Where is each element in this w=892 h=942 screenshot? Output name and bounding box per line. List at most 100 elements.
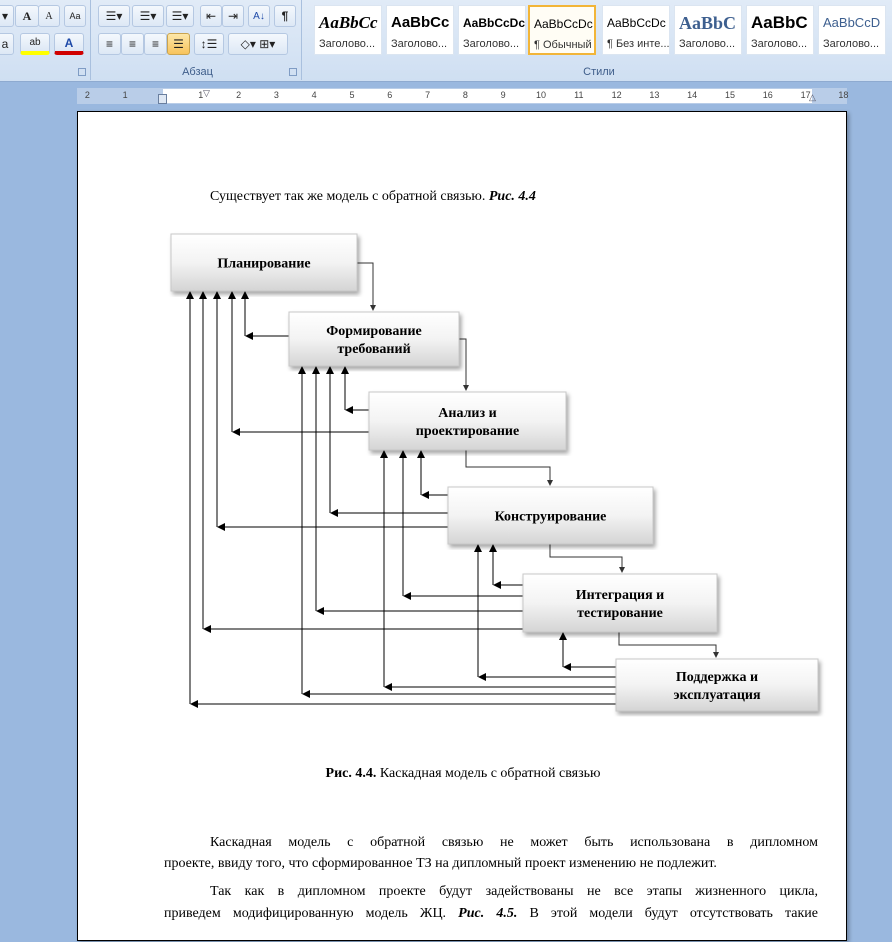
style-name: ¶ Без инте... — [607, 38, 670, 50]
increase-indent-button[interactable]: ⇥ — [222, 5, 244, 27]
line-spacing-button[interactable]: ↕☰ — [194, 33, 224, 55]
paragraph-2-line-2: приведем модифицированную модель ЖЦ. Рис… — [164, 906, 818, 922]
style-name: Заголово... — [391, 38, 448, 50]
forward-arrow — [618, 632, 719, 658]
intro-text: Существует так же модель с обратной связ… — [210, 189, 486, 204]
stage-label: Поддержка и — [676, 670, 758, 685]
change-case-button[interactable]: a — [0, 33, 14, 55]
style-name: Заголово... — [823, 38, 880, 50]
stage-box-requirements: Формирование требований — [288, 311, 460, 367]
sort-button[interactable]: А↓ — [248, 5, 270, 27]
align-right-button[interactable]: ≡ — [144, 33, 167, 55]
paragraph-1-line-2: проекте, ввиду того, что сформированное … — [164, 856, 717, 871]
stage-label: требований — [337, 342, 410, 357]
ruler-number: 2 — [236, 90, 242, 100]
numbering-button[interactable]: ☰▾ — [132, 5, 164, 27]
stage-label: Формирование — [326, 324, 422, 339]
decrease-indent-button[interactable]: ⇤ — [200, 5, 222, 27]
figure-caption: Рис. 4.4. Каскадная модель с обратной св… — [78, 766, 848, 782]
intro-paragraph: Существует так же модель с обратной связ… — [210, 189, 536, 205]
font-size-dropdown[interactable]: ▾ — [0, 5, 14, 27]
grow-font-button[interactable]: A — [15, 5, 39, 27]
ruler-number: 4 — [311, 90, 317, 100]
align-left-button[interactable]: ≡ — [98, 33, 121, 55]
shading-button[interactable]: ◇▾ ⊞▾ — [228, 33, 288, 55]
forward-arrow — [549, 544, 625, 573]
style-sample: AaBbCcD — [823, 15, 881, 30]
stage-label: Конструирование — [495, 510, 607, 525]
forward-arrow — [459, 338, 469, 391]
style-name: ¶ Обычный — [534, 39, 592, 51]
ruler-number: 7 — [425, 90, 431, 100]
ruler-number: 12 — [611, 90, 622, 100]
paragraph-group-label: Абзац — [182, 66, 213, 78]
ruler-number: 18 — [838, 90, 849, 100]
style-no-spacing[interactable]: AaBbCcDc ¶ Без инте... — [602, 5, 670, 55]
right-indent-marker[interactable]: △ — [809, 92, 816, 102]
style-name: Заголово... — [751, 38, 808, 50]
left-indent-marker[interactable] — [158, 94, 167, 104]
style-name: Заголово... — [463, 38, 520, 50]
stage-box-construction: Конструирование — [447, 486, 654, 545]
ruler-number: 10 — [535, 90, 547, 100]
para2-text-b: В этой модели будут отсутствовать такие — [529, 906, 818, 921]
bullets-button[interactable]: ☰▾ — [98, 5, 130, 27]
ruler-number: 11 — [574, 90, 584, 100]
style-sample: AaBbCcDc — [534, 17, 593, 31]
style-heading-5[interactable]: AaBbC Заголово... — [746, 5, 814, 55]
ruler-number: 8 — [462, 90, 468, 100]
figure-reference: Рис. 4.4 — [488, 189, 536, 204]
document-page[interactable]: Существует так же модель с обратной связ… — [77, 111, 847, 941]
ruler-number: 13 — [649, 90, 660, 100]
dialog-launcher-icon[interactable] — [289, 68, 297, 76]
caption-label: Рис. 4.4. — [325, 766, 377, 781]
ruler-number: 2 — [84, 90, 90, 100]
style-sample: AaBbCc — [391, 14, 450, 31]
para2-text-a: приведем модифицированную модель ЖЦ. — [164, 906, 447, 921]
justify-button[interactable]: ☰ — [167, 33, 190, 55]
style-heading-6[interactable]: AaBbCcD Заголово... — [818, 5, 886, 55]
paragraph-2-line-1: Так как в дипломном проекте будут задейс… — [210, 884, 818, 899]
caption-text: Каскадная модель с обратной связью — [379, 766, 601, 781]
ruler-number: 9 — [500, 90, 506, 100]
style-sample: AaBbC — [751, 13, 808, 32]
style-normal[interactable]: AaBbCcDc ¶ Обычный — [528, 5, 596, 55]
clear-formatting-button[interactable]: Aa — [64, 5, 86, 27]
align-center-button[interactable]: ≡ — [121, 33, 144, 55]
paragraph-group: ☰▾ ☰▾ ☰▾ ⇤ ⇥ А↓ ¶ ≡ ≡ ≡ ☰ ↕☰ ◇▾ ⊞▾ Абзац — [94, 0, 302, 80]
stage-label: проектирование — [416, 424, 519, 439]
first-line-indent-marker[interactable]: ▽ — [203, 88, 210, 98]
forward-arrow — [357, 262, 376, 311]
font-group: ▾ A A Aa a ab A — [0, 0, 91, 80]
dialog-launcher-icon[interactable] — [78, 68, 86, 76]
stage-label: эксплуатация — [673, 688, 761, 703]
ruler-number: 14 — [687, 90, 698, 100]
figure-reference: Рис. 4.5. — [458, 906, 518, 921]
stage-box-maintenance: Поддержка и эксплуатация — [615, 658, 819, 712]
font-color-button[interactable]: A — [54, 33, 84, 55]
ruler-number: 3 — [273, 90, 279, 100]
ruler-number: 15 — [724, 90, 736, 100]
shrink-font-button[interactable]: A — [38, 5, 60, 27]
styles-group-label: Стили — [583, 66, 615, 78]
ruler-number: 5 — [349, 90, 355, 100]
ruler-number: 1 — [198, 90, 204, 100]
stage-label: Планирование — [217, 257, 310, 272]
highlight-button[interactable]: ab — [20, 33, 50, 55]
multilevel-list-button[interactable]: ☰▾ — [166, 5, 194, 27]
ribbon: ▾ A A Aa a ab A ☰▾ ☰▾ ☰▾ ⇤ ⇥ А↓ ¶ ≡ ≡ ≡ … — [0, 0, 892, 82]
style-name: Заголово... — [319, 38, 376, 50]
style-sample: AaBbCcDc — [607, 16, 666, 30]
stage-label: Анализ и — [438, 406, 496, 421]
stage-label: тестирование — [577, 606, 663, 621]
forward-arrow — [465, 450, 553, 486]
show-marks-button[interactable]: ¶ — [274, 5, 296, 27]
